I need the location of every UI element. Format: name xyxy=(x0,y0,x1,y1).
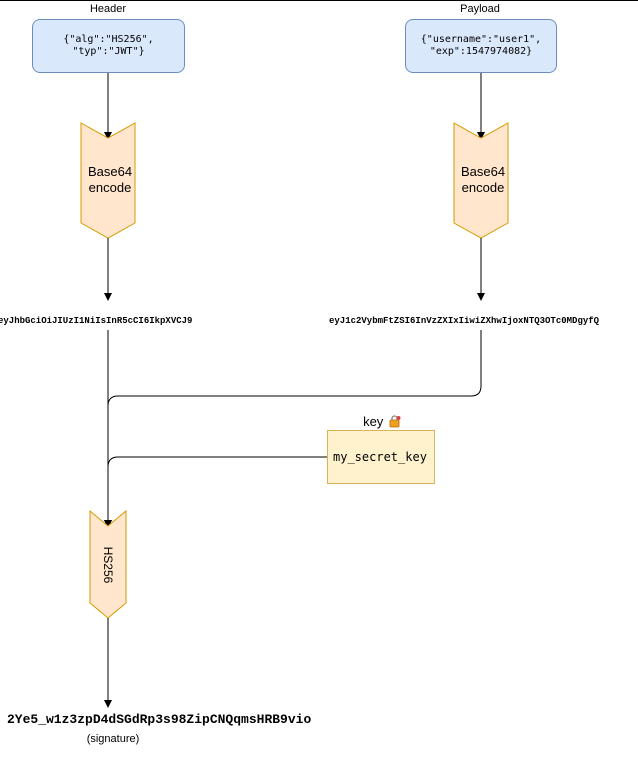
hash-label: HS256 xyxy=(101,546,115,584)
line-payload-token-to-hash xyxy=(104,330,482,528)
payload-json-line2: "exp":1547974082} xyxy=(429,46,533,57)
payload-json-box: {"username":"user1", "exp":1547974082} xyxy=(405,19,557,73)
payload-encode-label: Base64 encode xyxy=(454,164,512,196)
secret-key-box: my_secret_key xyxy=(327,430,435,484)
payload-encode-line2: encode xyxy=(461,180,505,195)
payload-encoded-token: eyJ1c2VybmFtZSI6InVzZXIxIiwiZXhwIjoxNTQ3… xyxy=(329,316,600,326)
hash-chevron xyxy=(89,509,127,619)
top-border xyxy=(0,0,638,1)
key-label: key xyxy=(352,414,412,431)
line-key-to-hash xyxy=(104,456,327,528)
secret-key-value: my_secret_key xyxy=(333,450,427,464)
signature-caption: (signature) xyxy=(86,733,140,745)
header-encode-label: Base64 encode xyxy=(81,164,139,196)
key-label-text: key xyxy=(363,414,384,429)
header-json-line1: {"alg":"HS256", xyxy=(63,34,154,45)
header-encode-line2: encode xyxy=(88,180,132,195)
lock-key-icon xyxy=(389,414,401,431)
header-json-box: {"alg":"HS256", "typ":"JWT"} xyxy=(32,19,185,73)
header-encode-line1: Base64 xyxy=(87,164,133,179)
header-encode-chevron xyxy=(80,122,136,239)
header-title: Header xyxy=(89,3,127,15)
payload-title: Payload xyxy=(460,3,500,15)
header-json-line2: "typ":"JWT"} xyxy=(72,46,145,57)
header-encoded-token: eyJhbGciOiJIUzI1NiIsInR5cCI6IkpXVCJ9 xyxy=(0,316,193,326)
payload-json-line1: {"username":"user1", xyxy=(420,34,542,45)
payload-encode-line1: Base64 xyxy=(460,164,506,179)
signature-value: 2Ye5_w1z3zpD4dSGdRp3s98ZipCNQqmsHRB9vio xyxy=(7,712,312,727)
payload-encode-chevron xyxy=(453,122,509,239)
